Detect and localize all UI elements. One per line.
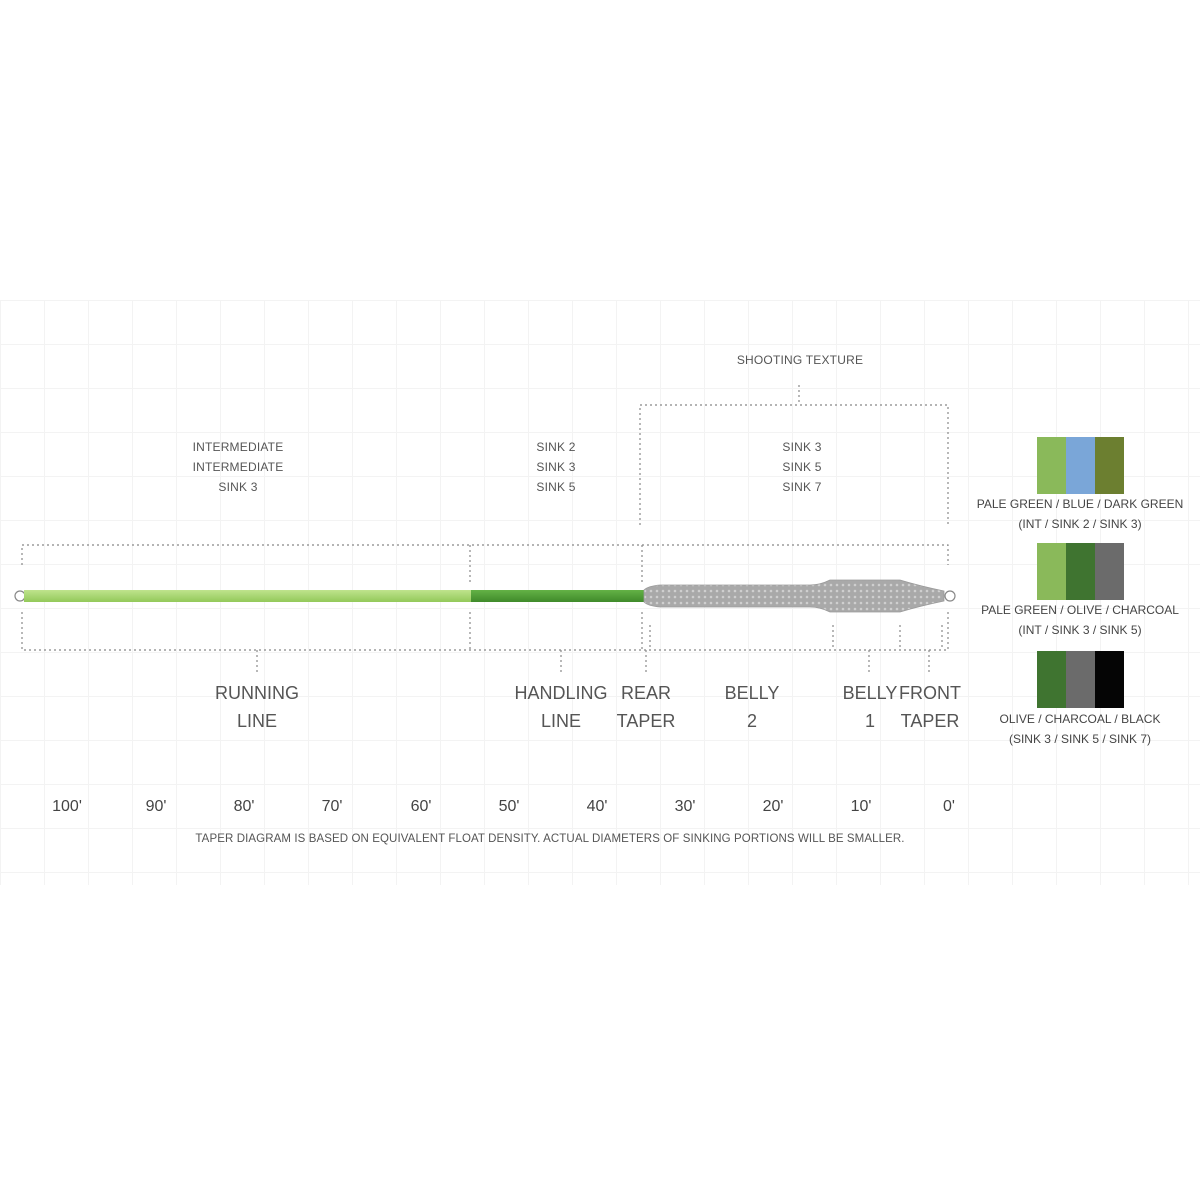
tick-0: 0'	[943, 798, 955, 815]
swatch-3-color-2	[1066, 651, 1095, 708]
legend-caption-3: OLIVE / CHARCOAL / BLACK (SINK 3 / SINK …	[970, 709, 1190, 749]
tick-50: 50'	[498, 798, 520, 815]
belly-2-label-1: BELLY	[724, 683, 780, 703]
handling-line-segment	[471, 590, 644, 602]
footnote: TAPER DIAGRAM IS BASED ON EQUIVALENT FLO…	[195, 833, 905, 845]
swatch-1-color-1	[1037, 437, 1066, 494]
rear-loop	[14, 590, 26, 602]
swatch-2-color-1	[1037, 543, 1066, 600]
rear-taper-label-1: REAR	[620, 683, 671, 703]
belly-2-label: BELLY 2	[712, 679, 792, 735]
tick-80: 80'	[233, 798, 255, 815]
running-density-2: INTERMEDIATE	[192, 460, 284, 474]
front-loop	[944, 590, 956, 602]
tick-100: 100'	[52, 798, 82, 815]
handling-line-label-1: HANDLING	[514, 683, 608, 703]
tick-60: 60'	[410, 798, 432, 815]
tick-20: 20'	[762, 798, 784, 815]
belly-1-label: BELLY 1	[830, 679, 910, 735]
belly-1-label-1: BELLY	[842, 683, 898, 703]
head-density-labels: SINK 3 SINK 5 SINK 7	[742, 437, 862, 497]
rear-taper-label-2: TAPER	[616, 711, 676, 731]
legend-swatch-1	[1037, 437, 1124, 494]
running-density-3: SINK 3	[218, 480, 258, 494]
legend-densities-1: (INT / SINK 2 / SINK 3)	[1018, 517, 1142, 531]
head-density-1: SINK 3	[782, 440, 822, 454]
legend-name-3: OLIVE / CHARCOAL / BLACK	[999, 712, 1161, 726]
handling-density-1: SINK 2	[536, 440, 576, 454]
belly-1-label-2: 1	[864, 711, 875, 731]
legend-swatch-3	[1037, 651, 1124, 708]
shooting-texture-bracket	[639, 404, 949, 525]
front-taper-label-1: FRONT	[899, 683, 961, 703]
running-line-label-2: LINE	[236, 711, 278, 731]
legend-caption-2: PALE GREEN / OLIVE / CHARCOAL (INT / SIN…	[970, 600, 1190, 640]
legend-caption-1: PALE GREEN / BLUE / DARK GREEN (INT / SI…	[970, 494, 1190, 534]
tick-70: 70'	[321, 798, 343, 815]
legend-swatch-2	[1037, 543, 1124, 600]
handling-line-label: HANDLING LINE	[501, 679, 621, 735]
running-density-labels: INTERMEDIATE INTERMEDIATE SINK 3	[138, 437, 338, 497]
swatch-2-color-3	[1095, 543, 1124, 600]
legend-name-2: PALE GREEN / OLIVE / CHARCOAL	[981, 603, 1179, 617]
swatch-2-color-2	[1066, 543, 1095, 600]
handling-density-2: SINK 3	[536, 460, 576, 474]
rear-taper-label: REAR TAPER	[606, 679, 686, 735]
swatch-1-color-3	[1095, 437, 1124, 494]
handling-density-3: SINK 5	[536, 480, 576, 494]
head-density-2: SINK 5	[782, 460, 822, 474]
running-line-label: RUNNING LINE	[193, 679, 321, 735]
tick-30: 30'	[674, 798, 696, 815]
upper-section-bracket	[21, 544, 949, 565]
front-taper-label: FRONT TAPER	[892, 679, 968, 735]
lower-section-bracket	[21, 612, 949, 651]
tick-40: 40'	[586, 798, 608, 815]
running-line-segment	[24, 590, 472, 602]
swatch-3-color-3	[1095, 651, 1124, 708]
belly-2-label-2: 2	[746, 711, 757, 731]
handling-density-labels: SINK 2 SINK 3 SINK 5	[496, 437, 616, 497]
swatch-1-color-2	[1066, 437, 1095, 494]
legend-name-1: PALE GREEN / BLUE / DARK GREEN	[976, 497, 1184, 511]
shooting-texture-label: SHOOTING TEXTURE	[736, 353, 864, 367]
swatch-3-color-1	[1037, 651, 1066, 708]
legend-densities-2: (INT / SINK 3 / SINK 5)	[1018, 623, 1142, 637]
running-line-label-1: RUNNING	[215, 683, 299, 703]
handling-line-label-2: LINE	[540, 711, 582, 731]
head-density-3: SINK 7	[782, 480, 822, 494]
tick-90: 90'	[145, 798, 167, 815]
tick-10: 10'	[850, 798, 872, 815]
running-density-1: INTERMEDIATE	[192, 440, 284, 454]
head-segment	[643, 579, 945, 613]
legend-densities-3: (SINK 3 / SINK 5 / SINK 7)	[1008, 732, 1152, 746]
front-taper-label-2: TAPER	[900, 711, 960, 731]
